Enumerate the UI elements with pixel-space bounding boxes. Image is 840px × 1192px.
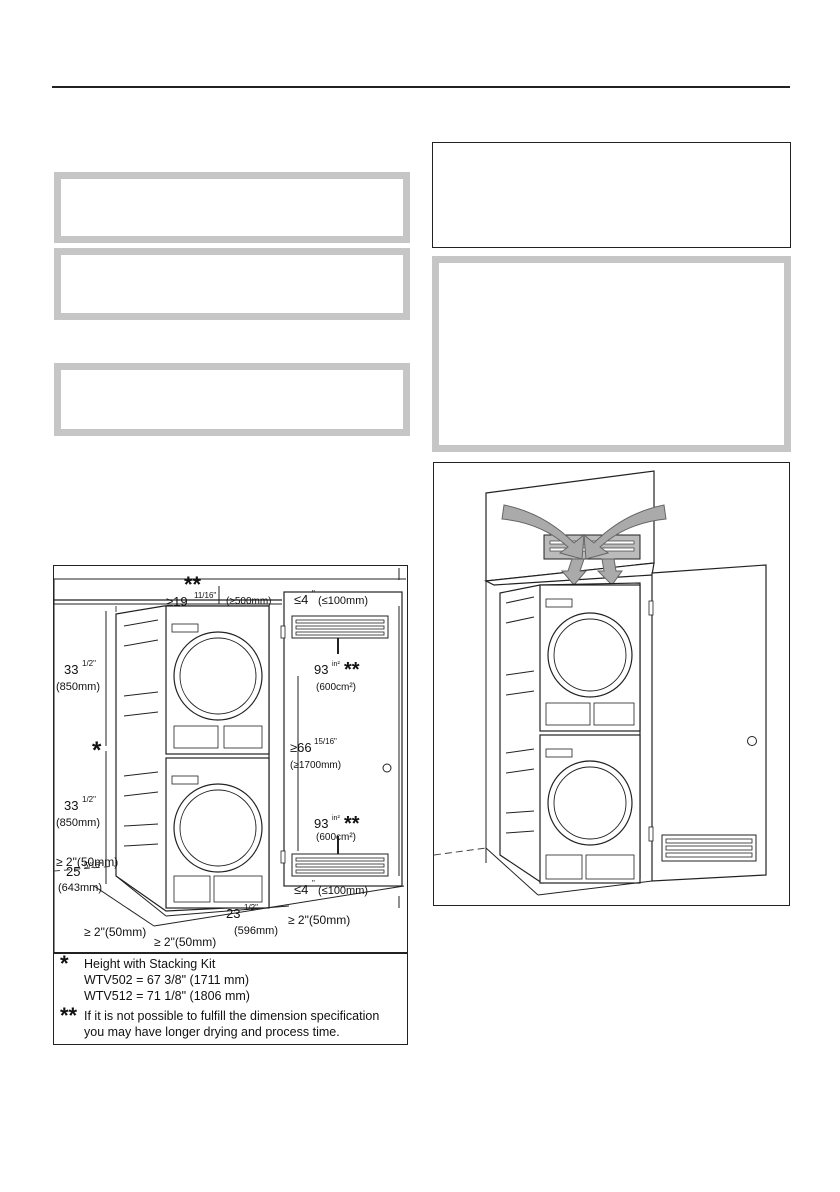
side-gap-label: ≥ 2"(50mm) (56, 855, 118, 869)
vent-area-upper-cm: (600cm²) (316, 682, 356, 693)
bottom-gap-label: ≥ 2"(50mm) (154, 935, 216, 949)
notice-box-outlined (432, 142, 791, 248)
right-gap-label: ≥ 2"(50mm) (288, 913, 350, 927)
legend-row-dimension-note: ** If it is not possible to fulfill the … (54, 1003, 406, 1042)
vent-area-upper-stars: ** (344, 659, 360, 681)
top-clearance-frac: 11/16" (194, 591, 216, 600)
legend-line-wtv502: WTV502 = 67 3/8" (1711 mm) (84, 973, 250, 987)
vent-lower (291, 853, 389, 877)
stacked-appliances (115, 605, 270, 912)
vent-top-mm: (≤100mm) (318, 595, 368, 607)
legend-line-stacking-kit: Height with Stacking Kit (84, 957, 216, 971)
upper-height-in: 33 (64, 662, 78, 677)
notice-box-3 (54, 363, 410, 436)
vent-area-lower-sup: in² (332, 815, 340, 822)
width-frac: 1/2" (244, 903, 258, 912)
airflow-arrows (501, 504, 667, 586)
front-gap-label: ≥ 2"(50mm) (84, 925, 146, 939)
legend-mark-star: * (60, 951, 69, 976)
vent-area-upper-sup: in² (332, 661, 340, 668)
airflow-figure (433, 462, 790, 906)
figure-legend-divider (54, 952, 407, 954)
vent-area-upper-in: 93 (314, 662, 328, 677)
vent-area-lower-cm: (600cm²) (316, 832, 356, 843)
clearance-diagram: ** ≥19 11/16" (≥500mm) ≤4 " (≤100mm) 33 … (54, 568, 406, 952)
vent-bottom-mm: (≤100mm) (318, 885, 368, 897)
door-vent (661, 834, 757, 862)
lower-height-frac: 1/2" (82, 795, 96, 804)
lower-height-mm: (850mm) (56, 817, 100, 829)
depth-frac: 5/16" (84, 861, 103, 870)
notice-box-1 (54, 172, 410, 243)
door-knob (747, 736, 757, 746)
door-height-mm: (≥1700mm) (290, 760, 341, 771)
header-rule (52, 86, 790, 88)
stacking-kit-star: * (92, 737, 102, 764)
legend-line-dimension-2: you may have longer drying and process t… (84, 1025, 340, 1039)
top-clearance-in: ≥19 (166, 594, 188, 609)
top-stars-label: ** (184, 572, 202, 597)
vent-top-sup: " (312, 589, 315, 598)
vent-upper (291, 615, 389, 639)
vent-bottom-sup: " (312, 879, 315, 888)
legend-row-stacking-kit: * Height with Stacking Kit WTV502 = 67 3… (54, 951, 406, 1004)
legend-line-wtv512: WTV512 = 71 1/8" (1806 mm) (84, 989, 250, 1003)
airflow-diagram (434, 470, 767, 896)
top-clearance-mm: (≥500mm) (226, 596, 272, 607)
notice-box-2 (54, 248, 410, 320)
width-mm: (596mm) (234, 925, 278, 937)
door-height-frac: 15/16" (314, 737, 337, 746)
cabinet-door (651, 564, 767, 882)
upper-height-mm: (850mm) (56, 681, 100, 693)
depth-mm: (643mm) (58, 882, 102, 894)
lower-height-in: 33 (64, 798, 78, 813)
clearance-dimensions-figure: ** ≥19 11/16" (≥500mm) ≤4 " (≤100mm) 33 … (53, 565, 408, 1045)
depth-in: 25 (66, 864, 80, 879)
upper-height-frac: 1/2" (82, 659, 96, 668)
notice-box-4 (432, 256, 791, 452)
vent-top-in: ≤4 (294, 592, 308, 607)
stacked-appliances-right (499, 582, 641, 884)
vent-bottom-in: ≤4 (294, 882, 308, 897)
legend-line-dimension-1: If it is not possible to fulfill the dim… (84, 1009, 380, 1023)
vent-area-lower-in: 93 (314, 816, 328, 831)
legend-mark-double-star: ** (60, 1003, 78, 1028)
door-height-in: ≥66 (290, 740, 312, 755)
width-in: 23 (226, 906, 240, 921)
vent-area-lower-stars: ** (344, 813, 360, 835)
